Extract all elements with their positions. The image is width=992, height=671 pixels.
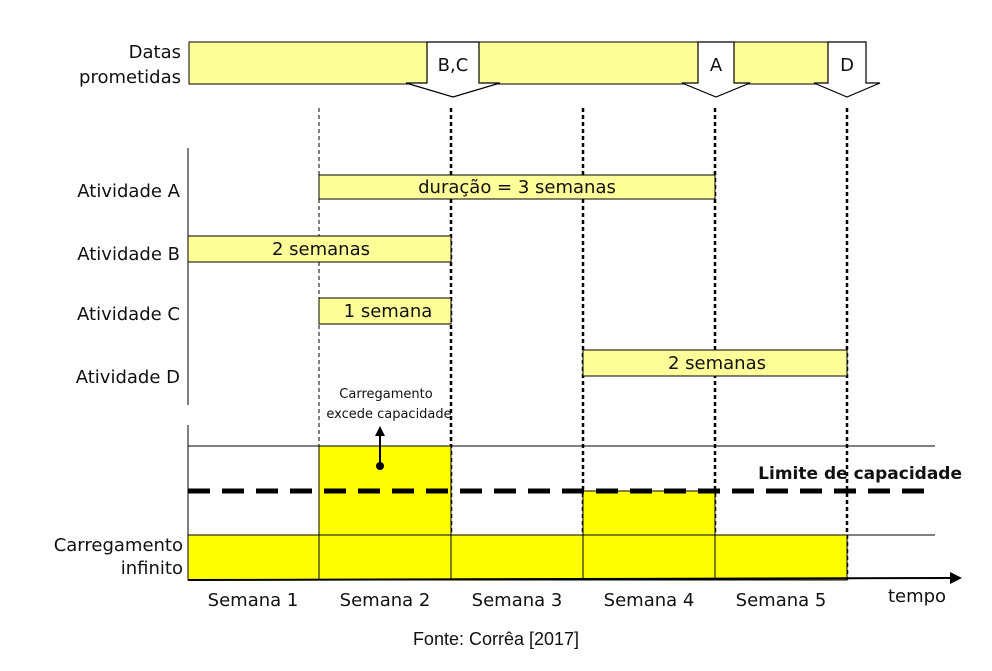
activity-bar xyxy=(318,174,716,200)
promised-dates-segment xyxy=(733,41,829,85)
date-marker-bc: B,C xyxy=(438,55,469,76)
time-axis xyxy=(187,577,956,581)
overload-arrow-head xyxy=(375,426,385,436)
promised-dates-segment xyxy=(188,41,428,85)
promised-dates-label: Datas xyxy=(129,42,181,63)
load-bar-week-3 xyxy=(450,534,584,581)
promised-dates-strip: Datas prometidas B,C A D xyxy=(79,41,881,98)
activity-duration: 2 semanas xyxy=(272,239,370,260)
activity-label: Atividade D xyxy=(76,367,180,388)
activity-label: Atividade B xyxy=(77,244,180,265)
activity-c: Atividade C 1 semana xyxy=(77,297,452,325)
activity-bar xyxy=(318,297,452,325)
activity-duration: duração = 3 semanas xyxy=(418,177,616,198)
activity-b: Atividade B 2 semanas xyxy=(77,235,452,265)
date-marker-a: A xyxy=(710,55,723,76)
week-label-3: Semana 3 xyxy=(472,590,563,611)
date-marker-arrow-d xyxy=(813,41,881,98)
load-bar-week-5 xyxy=(714,534,848,581)
date-marker-d: D xyxy=(840,55,854,76)
load-bar-week-2 xyxy=(318,445,452,581)
overload-annotation-2: excede capacidade xyxy=(326,407,451,422)
week-label-2: Semana 2 xyxy=(340,590,431,611)
activity-duration: 1 semana xyxy=(344,301,433,322)
activity-label: Atividade C xyxy=(77,304,180,325)
load-chart: Limite de capacidade Carregamento excede… xyxy=(54,387,962,581)
time-axis-label: tempo xyxy=(888,586,946,607)
activity-bar xyxy=(187,235,452,263)
overload-annotation: Carregamento xyxy=(339,387,432,402)
load-label: Carregamento xyxy=(54,535,183,556)
date-marker-arrow-bc xyxy=(405,41,501,98)
load-label-2: infinito xyxy=(121,558,183,579)
activity-label: Atividade A xyxy=(77,181,180,202)
promised-dates-label-2: prometidas xyxy=(79,67,181,88)
activity-d: Atividade D 2 semanas xyxy=(76,349,848,388)
week-label-4: Semana 4 xyxy=(604,590,695,611)
week-label-1: Semana 1 xyxy=(208,590,299,611)
date-marker-arrow-a xyxy=(681,41,751,98)
capacity-limit-label: Limite de capacidade xyxy=(758,464,962,484)
time-axis-arrow xyxy=(950,572,962,584)
overload-arrow-dot xyxy=(376,462,384,470)
promised-dates-segment xyxy=(478,41,699,85)
load-bar-week-1 xyxy=(187,534,320,581)
activity-duration: 2 semanas xyxy=(668,353,766,374)
week-label-5: Semana 5 xyxy=(736,590,827,611)
activity-bar xyxy=(582,349,848,377)
source-caption: Fonte: Corrêa [2017] xyxy=(413,629,579,649)
activity-a: Atividade A duração = 3 semanas xyxy=(77,174,716,202)
